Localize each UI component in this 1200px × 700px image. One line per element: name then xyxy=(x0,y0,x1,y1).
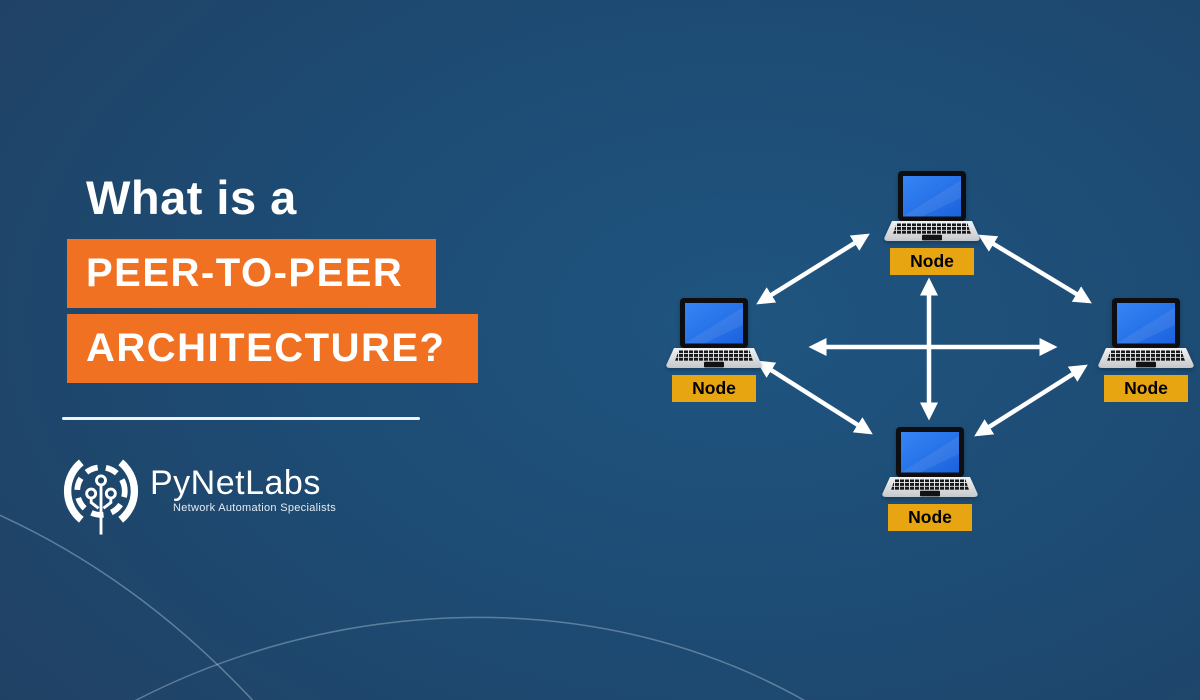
pynetlabs-logo-icon xyxy=(64,459,138,535)
page-title-prefix: What is a xyxy=(86,171,297,224)
laptop-icon xyxy=(664,297,764,373)
network-node-left: Node xyxy=(664,297,764,402)
network-node-bottom: Node xyxy=(880,426,980,531)
arrow-top-left xyxy=(756,233,870,305)
brand-tagline: Network Automation Specialists xyxy=(173,502,337,514)
node-label: Node xyxy=(672,375,756,402)
arrow-left-bottom xyxy=(756,360,873,435)
laptop-icon xyxy=(1096,297,1196,373)
arrow-top-right xyxy=(978,234,1092,304)
node-label: Node xyxy=(890,248,974,275)
node-label: Node xyxy=(888,504,972,531)
arrow-right-bottom xyxy=(974,364,1088,437)
page-title-highlight-line1: PEER-TO-PEER xyxy=(67,239,436,308)
brand-name: PyNetLabs xyxy=(150,464,321,502)
laptop-icon xyxy=(882,170,982,246)
page-title-highlight-line2: ARCHITECTURE? xyxy=(67,314,478,383)
divider-line xyxy=(62,417,420,420)
network-node-right: Node xyxy=(1096,297,1196,402)
laptop-icon xyxy=(880,426,980,502)
network-node-top: Node xyxy=(882,170,982,275)
node-label: Node xyxy=(1104,375,1188,402)
